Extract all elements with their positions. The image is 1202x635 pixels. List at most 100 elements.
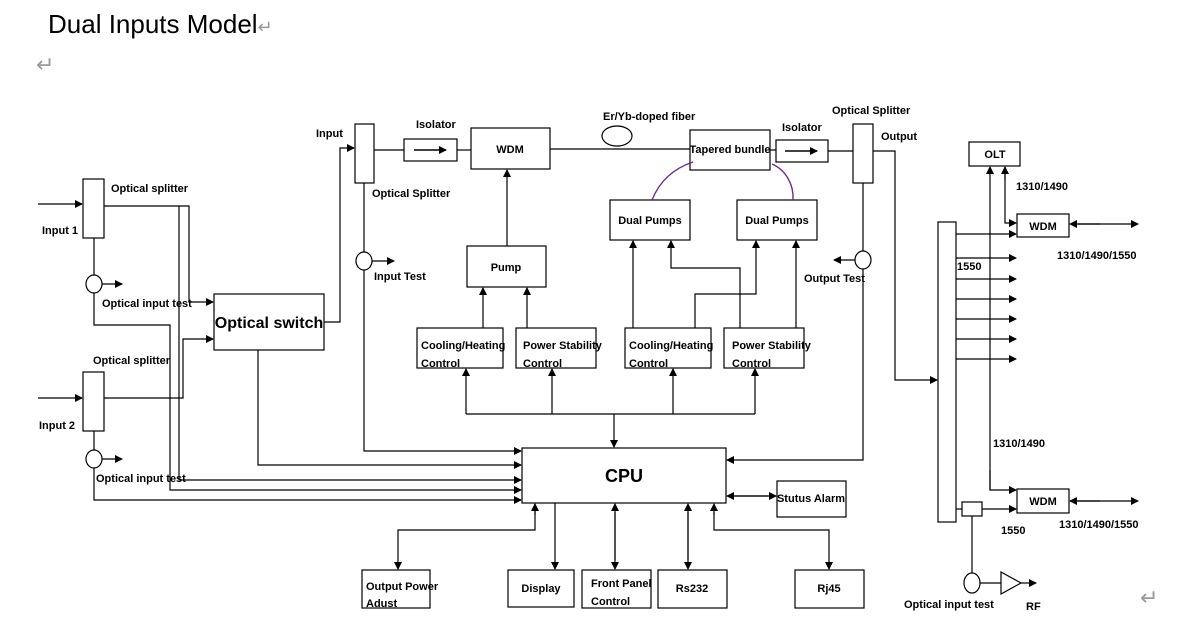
power-stability-control-1: [515, 327, 597, 369]
wl-1310-1490-top: 1310/1490: [1016, 181, 1068, 193]
rs232-label: Rs232: [676, 583, 708, 595]
pump1-to-bundle-fiber: [651, 161, 694, 201]
pump2-to-bundle-fiber: [771, 163, 794, 201]
cooling-heating-control-1: [416, 327, 504, 369]
cpu-to-rj45: [713, 512, 833, 570]
cooling-heating-control-2: [624, 327, 712, 369]
output-label: Output: [881, 131, 917, 143]
power-2-label-l1: Power Stability: [732, 340, 812, 352]
display-label: Display: [521, 583, 561, 595]
test2-to-cpu: [93, 468, 522, 504]
power-1-label-l2: Control: [523, 358, 562, 370]
wdm-bot-label: WDM: [1029, 496, 1057, 508]
power-2-label-l2: Control: [732, 358, 771, 370]
output-power-label-l1: Output Power: [366, 581, 439, 593]
dual-pumps-2: [736, 199, 818, 241]
splitter1-to-switch: [104, 205, 214, 306]
paragraph-mark-icon: ↵: [1140, 585, 1159, 610]
paragraph-mark-icon: ↵: [257, 17, 273, 37]
cooling-1-label-l1: Cooling/Heating: [421, 340, 505, 352]
olt-to-wdm-top: [1004, 167, 1017, 227]
olt-label: OLT: [984, 149, 1005, 161]
optical-input-test-2-port: [85, 449, 103, 469]
optical-splitter-1-label: Optical splitter: [111, 183, 189, 195]
tapered-bundle-label: Tapered bundle: [689, 144, 770, 156]
fiber-label: Er/Yb-doped fiber: [603, 111, 696, 123]
power-stability-control-2: [723, 327, 805, 369]
cpu: [521, 447, 727, 504]
olt-to-wdm-bot: [989, 470, 1017, 494]
output-test-to-cpu: [726, 269, 864, 464]
input-test-to-cpu: [363, 270, 522, 455]
optical-switch: [213, 293, 325, 351]
splitter2-to-switch: [104, 335, 214, 399]
dual-pumps-2-label: Dual Pumps: [745, 215, 809, 227]
rj45-label: Rj45: [817, 583, 840, 595]
wdm-top-label: WDM: [1029, 221, 1057, 233]
rj45: [794, 569, 865, 609]
input1-label: Input 1: [42, 225, 78, 237]
optical-splitter-out-label: Optical Splitter: [832, 105, 911, 117]
output-power-adjust: [361, 569, 431, 609]
optical-splitter-mid: [354, 123, 375, 184]
wdm-main: [470, 127, 551, 170]
output-test-label: Output Test: [804, 273, 865, 285]
cooling-1-label-l2: Control: [421, 358, 460, 370]
dual-pumps-1: [609, 199, 691, 241]
cooling2-to-dualpump2: [694, 240, 760, 328]
optical-input-test-1-label: Optical input test: [102, 298, 192, 310]
optical-input-test-2-label: Optical input test: [96, 473, 186, 485]
optical-switch-label: Optical switch: [215, 315, 323, 332]
optical-distribution-bar: [937, 221, 957, 523]
wl-triple-top: 1310/1490/1550: [1057, 250, 1137, 262]
optical-input-test-1-port: [85, 274, 103, 294]
power2-to-dualpump1: [667, 240, 741, 328]
status-alarm-label: Stutus Alarm: [777, 493, 845, 505]
input-test-port: [355, 251, 373, 271]
optical-input-test-rf-port: [963, 572, 981, 594]
paragraph-mark-icon: ↵: [36, 52, 55, 77]
test1-to-cpu: [178, 206, 522, 484]
status-alarm: [776, 480, 847, 518]
fiber-coil: [601, 125, 633, 147]
switch-to-cpu: [257, 350, 522, 469]
optical-splitter-2: [82, 371, 105, 432]
wl-1550-top: 1550: [957, 261, 981, 273]
pump-label: Pump: [491, 262, 522, 274]
wl-triple-bot: 1310/1490/1550: [1059, 519, 1139, 531]
olt: [968, 141, 1021, 167]
wl-1310-1490-bot: 1310/1490: [993, 438, 1045, 450]
cpu-to-output-power: [394, 504, 536, 570]
input-label: Input: [316, 128, 343, 140]
input-test-label: Input Test: [374, 271, 426, 283]
optical-splitter-2-label: Optical splitter: [93, 355, 171, 367]
optical-splitter-out: [852, 123, 874, 184]
output-test-port: [854, 250, 872, 270]
display: [507, 569, 575, 608]
rf-label: RF: [1026, 601, 1041, 613]
output-power-label-l2: Adust: [366, 598, 398, 610]
isolator-1-label: Isolator: [416, 119, 456, 131]
optical-splitter-1: [82, 178, 105, 239]
document-title: Dual Inputs Model↵: [48, 9, 273, 40]
cooling-2-label-l2: Control: [629, 358, 668, 370]
front-panel-label-l2: Control: [591, 596, 630, 608]
test1-branch-to-cpu: [93, 293, 522, 494]
optical-input-test-rf-label: Optical input test: [904, 599, 994, 611]
cpu-label: CPU: [605, 466, 643, 486]
isolator-2-label: Isolator: [782, 122, 822, 134]
dual-pumps-1-label: Dual Pumps: [618, 215, 682, 227]
document-title-text: Dual Inputs Model: [48, 9, 258, 39]
output-to-distribution: [873, 150, 938, 384]
rf-amplifier-icon: [1000, 570, 1023, 596]
rs232: [657, 569, 728, 609]
switch-to-splitter: [324, 144, 355, 323]
front-panel-control: [581, 569, 652, 609]
wdm-main-label: WDM: [496, 144, 524, 156]
coupler: [961, 501, 983, 517]
cooling-2-label-l1: Cooling/Heating: [629, 340, 713, 352]
optical-splitter-mid-label: Optical Splitter: [372, 188, 451, 200]
wdm-bot: [1016, 488, 1070, 514]
front-panel-label-l1: Front Panel: [591, 578, 652, 590]
